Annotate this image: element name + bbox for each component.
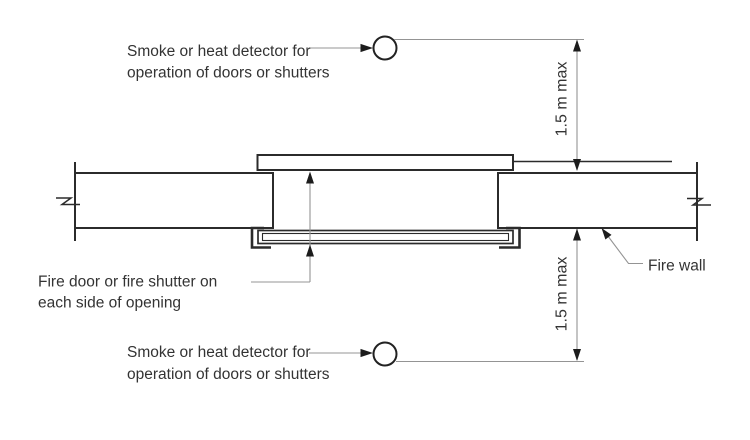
bottom-shutter-box-inner	[261, 232, 510, 242]
fire-wall-section	[56, 162, 711, 241]
bottom-dimension-arrow-down-icon	[573, 349, 581, 361]
break-mark-right	[687, 197, 711, 206]
top-dimension-arrow-down-icon	[573, 159, 581, 171]
fire-door-label-line1: Fire door or fire shutter on	[38, 274, 217, 291]
top-shutter-box	[256, 154, 514, 171]
fire-wall-label: Fire wall	[648, 258, 706, 275]
bottom-dimension-label: 1.5 m max	[554, 257, 571, 332]
fire-door-arrowhead-bottom-icon	[306, 244, 314, 257]
detector-top-label-line2: operation of doors or shutters	[127, 65, 330, 82]
fire-wall-left-segment	[74, 172, 274, 229]
top-shutter-assembly	[256, 154, 672, 171]
fire-wall-leader-line	[604, 231, 643, 265]
bottom-dimension: 1.5 m max	[396, 228, 584, 363]
bottom-shutter-box-outer	[257, 229, 514, 245]
detector-bottom-label-line2: operation of doors or shutters	[127, 366, 330, 383]
detector-bottom-label-line1: Smoke or heat detector for	[127, 344, 311, 361]
bottom-dimension-arrow-up-icon	[573, 228, 581, 241]
top-detector-arrowhead-icon	[360, 43, 373, 53]
fire-door-label-line2: each side of opening	[38, 295, 181, 312]
shutter-guide-right	[499, 226, 521, 249]
top-dimension-arrow-up-icon	[573, 39, 581, 52]
shutter-guide-left	[250, 226, 271, 249]
break-mark-left	[56, 197, 80, 206]
top-dimension-label: 1.5 m max	[554, 62, 571, 137]
fire-wall-right-segment	[497, 172, 698, 229]
fire-door-callout	[251, 171, 314, 283]
top-dimension: 1.5 m max	[394, 38, 584, 171]
top-detector-callout	[309, 35, 398, 61]
smoke-detector-symbol-top	[372, 35, 398, 61]
bottom-detector-callout	[309, 341, 398, 367]
labels: Smoke or heat detector for operation of …	[38, 43, 706, 383]
bottom-shutter-assembly	[250, 226, 521, 249]
smoke-detector-symbol-bottom	[372, 341, 398, 367]
detector-top-label-line1: Smoke or heat detector for	[127, 43, 311, 60]
fire-wall-callout	[601, 228, 643, 265]
fire-door-arrowhead-top-icon	[306, 171, 314, 184]
fire-wall-arrowhead-icon	[601, 228, 612, 240]
bottom-detector-arrowhead-icon	[360, 348, 373, 358]
